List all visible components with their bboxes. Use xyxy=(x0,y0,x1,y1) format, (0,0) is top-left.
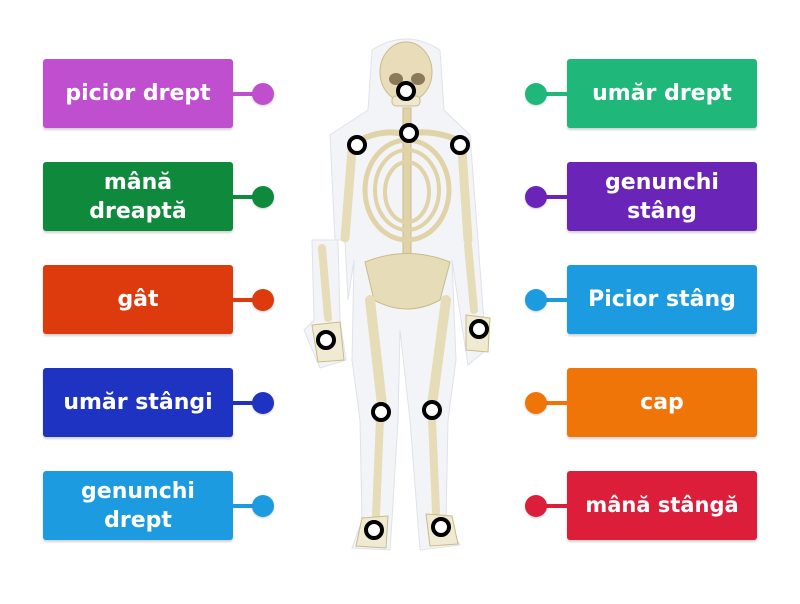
marker-shoulder-right[interactable] xyxy=(347,135,367,155)
label-text: Picior stâng xyxy=(588,287,736,312)
marker-hand-left[interactable] xyxy=(469,319,489,339)
label-umar-stangi[interactable]: umăr stângi xyxy=(43,368,274,437)
label-picior-drept[interactable]: picior drept xyxy=(43,59,274,128)
label-genunchi-stang[interactable]: genunchi stâng xyxy=(525,162,757,231)
connector-line xyxy=(233,401,257,405)
connector-line xyxy=(543,195,567,199)
label-text: genunchi drept xyxy=(81,478,195,533)
marker-head[interactable] xyxy=(396,81,416,101)
marker-neck[interactable] xyxy=(399,123,419,143)
marker-hand-right[interactable] xyxy=(316,330,336,350)
label-text: mână stângă xyxy=(585,493,739,517)
connector-dot[interactable] xyxy=(525,495,547,517)
label-text: umăr stângi xyxy=(63,390,213,415)
connector-line xyxy=(543,504,567,508)
label-gat[interactable]: gât xyxy=(43,265,274,334)
connector-dot[interactable] xyxy=(252,186,274,208)
connector-line xyxy=(233,195,257,199)
connector-line xyxy=(233,504,257,508)
label-text: gât xyxy=(117,287,159,312)
label-text: mână dreaptă xyxy=(89,169,187,224)
connector-dot[interactable] xyxy=(252,83,274,105)
label-picior-stang[interactable]: Picior stâng xyxy=(525,265,757,334)
connector-line xyxy=(543,298,567,302)
connector-line xyxy=(543,401,567,405)
label-text: genunchi stâng xyxy=(605,169,719,224)
marker-knee-right[interactable] xyxy=(371,402,391,422)
connector-dot[interactable] xyxy=(525,186,547,208)
marker-foot-right[interactable] xyxy=(364,520,384,540)
connector-line xyxy=(543,92,567,96)
label-text: umăr drept xyxy=(592,81,732,106)
label-genunchi-drept[interactable]: genunchi drept xyxy=(43,471,274,540)
marker-shoulder-left[interactable] xyxy=(450,135,470,155)
label-text: picior drept xyxy=(65,81,211,106)
connector-dot[interactable] xyxy=(252,495,274,517)
connector-dot[interactable] xyxy=(525,289,547,311)
label-mana-stanga[interactable]: mână stângă xyxy=(525,471,757,540)
connector-line xyxy=(233,92,257,96)
label-mana-dreapta[interactable]: mână dreaptă xyxy=(43,162,274,231)
marker-knee-left[interactable] xyxy=(422,400,442,420)
connector-dot[interactable] xyxy=(525,392,547,414)
marker-foot-left[interactable] xyxy=(431,517,451,537)
connector-dot[interactable] xyxy=(252,392,274,414)
connector-line xyxy=(233,298,257,302)
connector-dot[interactable] xyxy=(525,83,547,105)
connector-dot[interactable] xyxy=(252,289,274,311)
label-umar-drept[interactable]: umăr drept xyxy=(525,59,757,128)
label-text: cap xyxy=(640,390,684,415)
label-cap[interactable]: cap xyxy=(525,368,757,437)
